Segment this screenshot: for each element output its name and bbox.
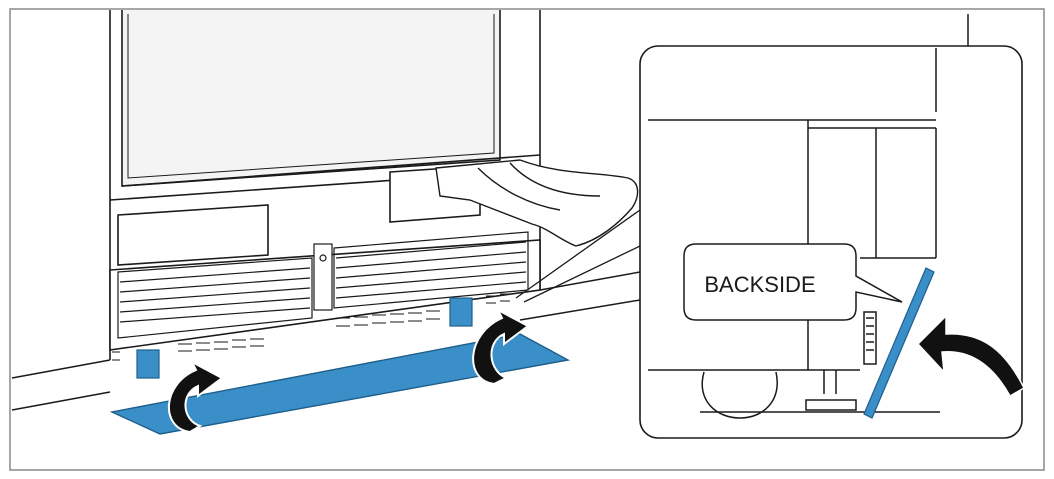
curved-flip-arrow-icon bbox=[916, 314, 1025, 398]
vent-grille-left bbox=[117, 257, 313, 339]
hand-illustration bbox=[435, 159, 639, 247]
curved-rotate-arrow-icon bbox=[472, 307, 530, 386]
floor-lines bbox=[11, 271, 641, 411]
figure-border bbox=[9, 8, 1045, 471]
center-latch bbox=[313, 243, 333, 311]
vent-slots bbox=[112, 293, 510, 361]
appliance-body bbox=[109, 10, 541, 360]
backside-callout: BACKSIDE bbox=[683, 243, 903, 321]
curved-rotate-arrow-icon bbox=[167, 359, 224, 434]
kick-strip bbox=[109, 333, 571, 435]
clip-right bbox=[449, 297, 473, 327]
callout-label: BACKSIDE bbox=[704, 272, 815, 297]
kick-strip-detail bbox=[863, 267, 935, 419]
clip-left bbox=[136, 349, 160, 379]
zoom-detail-box bbox=[639, 14, 1023, 439]
zoom-pointer bbox=[515, 209, 641, 303]
